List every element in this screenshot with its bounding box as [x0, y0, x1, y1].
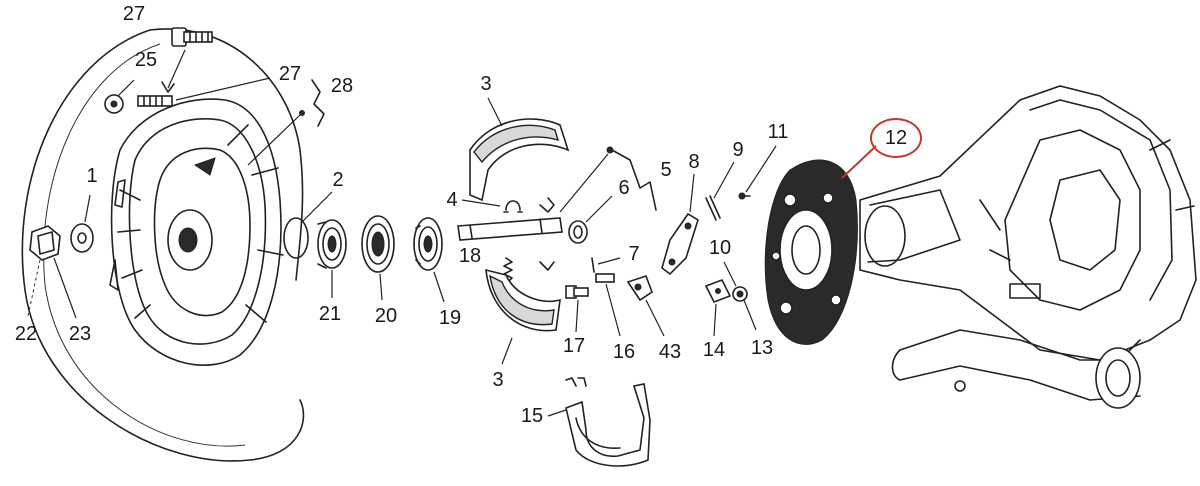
callout-20: 20: [374, 305, 398, 327]
callout-15: 15: [520, 405, 544, 427]
wire-5: [606, 146, 657, 211]
cam-bar: [457, 217, 563, 241]
callout-14: 14: [702, 339, 726, 361]
wheel-hub: [109, 98, 284, 366]
callout-10: 10: [708, 237, 732, 259]
callout-5: 5: [660, 159, 672, 181]
bearing-21: [317, 219, 347, 269]
lever-8: [661, 212, 699, 276]
brake-shoe-upper: [469, 118, 570, 213]
spring-18: [503, 257, 513, 283]
pin-7: [591, 257, 595, 273]
bolt-17: [565, 285, 589, 299]
callout-43: 43: [658, 341, 682, 363]
brake-plate-12[interactable]: [764, 159, 858, 345]
nut-22-23: [29, 225, 61, 261]
callout-8: 8: [688, 151, 700, 173]
engine-casing: [859, 85, 1197, 409]
callout-19: 19: [438, 307, 462, 329]
pin-9: [705, 195, 721, 221]
callout-3-lower: 3: [492, 369, 504, 391]
bearing-19: [413, 217, 443, 271]
callout-13: 13: [750, 337, 774, 359]
callout-27-top: 27: [122, 3, 146, 25]
part-15-bracket: [565, 377, 651, 467]
bolt-27: [171, 27, 213, 47]
seal-20: [361, 215, 395, 273]
pin-16: [595, 273, 615, 283]
leader-28: [247, 79, 325, 166]
callout-22: 22: [14, 323, 38, 345]
callout-25: 25: [134, 49, 158, 71]
callout-27-mid: 27: [278, 63, 302, 85]
lever-43: [626, 274, 653, 302]
spring-4: [503, 200, 523, 213]
stud: [137, 95, 173, 107]
callout-12[interactable]: 12: [884, 127, 908, 149]
washer-1: [70, 223, 94, 253]
ring-6: [568, 220, 588, 244]
callout-17: 17: [562, 335, 586, 357]
brake-shoe-lower: [485, 261, 561, 332]
callout-3-upper: 3: [480, 73, 492, 95]
callout-9: 9: [732, 139, 744, 161]
callout-18: 18: [458, 245, 482, 267]
lever-14: [704, 278, 732, 304]
callout-21: 21: [318, 303, 342, 325]
circlip-2: [283, 217, 309, 259]
spring-10: [732, 286, 748, 302]
callout-6: 6: [618, 177, 630, 199]
callout-4: 4: [446, 189, 458, 211]
callout-1: 1: [86, 165, 98, 187]
screw-11: [738, 192, 751, 200]
callout-11: 11: [767, 121, 789, 143]
callout-16: 16: [612, 341, 636, 363]
callout-12-ring: [870, 118, 922, 158]
callout-28: 28: [330, 75, 354, 97]
callout-2: 2: [332, 169, 344, 191]
callout-7: 7: [628, 243, 640, 265]
nut-25: [104, 94, 124, 114]
callout-23: 23: [68, 323, 92, 345]
